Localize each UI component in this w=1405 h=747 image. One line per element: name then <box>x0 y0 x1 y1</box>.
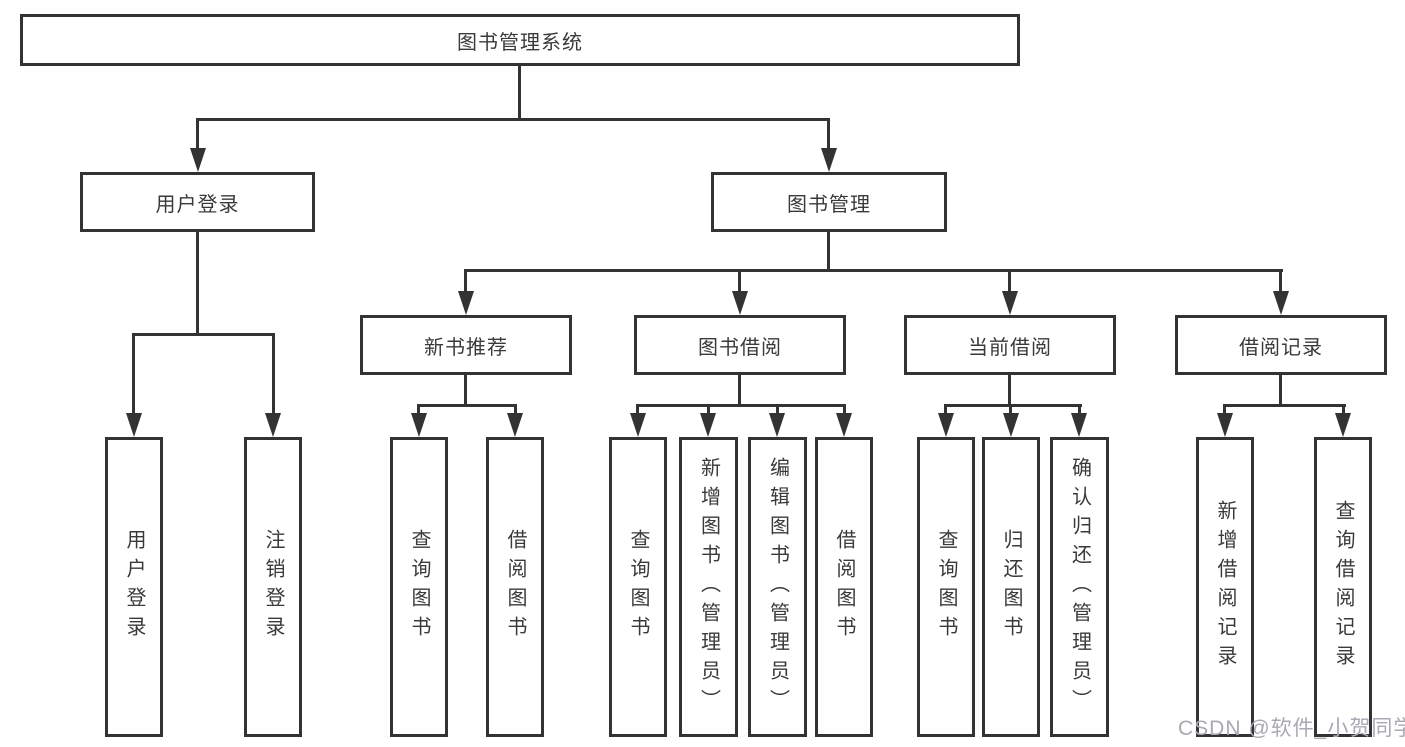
arrowhead-recommend-query <box>411 413 427 437</box>
connector-bookborrow-stem <box>738 375 741 407</box>
leaf-borrow-books: 借阅图书 <box>815 437 873 737</box>
arrowhead-add-record <box>1217 413 1233 437</box>
node-user-login: 用户登录 <box>80 172 315 232</box>
csdn-watermark: CSDN @软件_小贺同学 <box>1178 717 1405 740</box>
node-new-book-recommend-label: 新书推荐 <box>424 336 508 359</box>
connector-drop-return-books <box>1009 404 1012 416</box>
arrowhead-add-books <box>700 413 716 437</box>
node-borrow-records: 借阅记录 <box>1175 315 1387 375</box>
leaf-recommend-borrow-books: 借阅图书 <box>486 437 544 737</box>
arrowhead-edit-books <box>769 413 785 437</box>
connector-drop-book-management <box>827 118 830 150</box>
leaf-borrow-books-label: 借阅图书 <box>833 529 855 645</box>
node-book-management: 图书管理 <box>711 172 947 232</box>
connector-drop-leaf-logout <box>272 333 275 415</box>
connector-drop-query-record <box>1342 404 1345 416</box>
arrowhead-current-borrow <box>1002 291 1018 315</box>
node-book-management-label: 图书管理 <box>787 193 871 216</box>
connector-userlogin-stem <box>196 232 199 336</box>
arrowhead-book-borrow <box>732 291 748 315</box>
leaf-return-books: 归还图书 <box>982 437 1040 737</box>
connector-drop-current-borrow <box>1008 269 1011 294</box>
connector-records-stem <box>1279 375 1282 407</box>
node-root-label: 图书管理系统 <box>457 31 583 54</box>
connector-bookmgmt-stem <box>827 232 830 272</box>
arrowhead-book-management <box>821 148 837 172</box>
connector-drop-leaf-user-login <box>132 333 135 415</box>
arrowhead-user-login <box>190 148 206 172</box>
connector-drop-borrow-books <box>843 404 846 416</box>
leaf-edit-books-admin: 编辑图书（管理员） <box>748 437 807 737</box>
arrowhead-borrow-books <box>836 413 852 437</box>
leaf-current-query-books: 查询图书 <box>917 437 975 737</box>
connector-currentborrow-bus <box>944 404 1082 407</box>
leaf-query-borrow-record: 查询借阅记录 <box>1314 437 1372 737</box>
node-current-borrow-label: 当前借阅 <box>968 336 1052 359</box>
connector-drop-book-borrow <box>738 269 741 294</box>
connector-drop-current-query <box>944 404 947 416</box>
node-user-login-label: 用户登录 <box>155 193 240 216</box>
leaf-user-login-label: 用户登录 <box>123 529 145 645</box>
leaf-user-login: 用户登录 <box>105 437 163 737</box>
connector-drop-confirm-return <box>1078 404 1081 416</box>
connector-bookmgmt-bus <box>464 269 1283 272</box>
leaf-add-books-admin: 新增图书（管理员） <box>679 437 738 737</box>
connector-root-stem <box>518 65 521 120</box>
leaf-add-books-admin-label: 新增图书（管理员） <box>697 456 720 718</box>
connector-drop-recommend-query <box>417 404 420 416</box>
leaf-borrow-query-books: 查询图书 <box>609 437 667 737</box>
connector-records-bus <box>1223 404 1346 407</box>
leaf-logout-label: 注销登录 <box>262 529 284 645</box>
node-current-borrow: 当前借阅 <box>904 315 1116 375</box>
arrowhead-confirm-return <box>1071 413 1087 437</box>
leaf-return-books-label: 归还图书 <box>1000 529 1022 645</box>
arrowhead-leaf-user-login <box>126 413 142 437</box>
connector-userlogin-bus <box>132 333 275 336</box>
leaf-logout: 注销登录 <box>244 437 302 737</box>
connector-drop-add-record <box>1223 404 1226 416</box>
connector-bookborrow-bus <box>636 404 846 407</box>
connector-drop-add-books <box>707 404 710 416</box>
connector-recommend-stem <box>464 375 467 407</box>
connector-drop-recommend-borrow <box>514 404 517 416</box>
leaf-query-borrow-record-label: 查询借阅记录 <box>1332 500 1354 674</box>
leaf-edit-books-admin-label: 编辑图书（管理员） <box>766 456 789 718</box>
arrowhead-recommend-borrow <box>507 413 523 437</box>
leaf-confirm-return-admin-label: 确认归还（管理员） <box>1068 456 1091 718</box>
connector-drop-user-login <box>196 118 199 150</box>
arrowhead-borrow-query <box>630 413 646 437</box>
arrowhead-leaf-logout <box>265 413 281 437</box>
node-root: 图书管理系统 <box>20 14 1020 66</box>
node-book-borrow: 图书借阅 <box>634 315 846 375</box>
leaf-confirm-return-admin: 确认归还（管理员） <box>1050 437 1109 737</box>
arrowhead-borrow-records <box>1273 291 1289 315</box>
leaf-add-borrow-record: 新增借阅记录 <box>1196 437 1254 737</box>
node-borrow-records-label: 借阅记录 <box>1239 336 1323 359</box>
node-book-borrow-label: 图书借阅 <box>698 336 782 359</box>
leaf-add-borrow-record-label: 新增借阅记录 <box>1214 500 1236 674</box>
connector-drop-borrow-records <box>1279 269 1282 294</box>
leaf-current-query-books-label: 查询图书 <box>935 529 957 645</box>
connector-root-bus <box>196 118 830 121</box>
arrowhead-return-books <box>1003 413 1019 437</box>
arrowhead-current-query <box>938 413 954 437</box>
connector-drop-new-book-recommend <box>464 269 467 294</box>
connector-currentborrow-stem <box>1008 375 1011 407</box>
leaf-recommend-borrow-books-label: 借阅图书 <box>504 529 526 645</box>
arrowhead-query-record <box>1335 413 1351 437</box>
connector-drop-borrow-query <box>636 404 639 416</box>
leaf-recommend-query-books: 查询图书 <box>390 437 448 737</box>
leaf-borrow-query-books-label: 查询图书 <box>627 529 649 645</box>
connector-drop-edit-books <box>776 404 779 416</box>
node-new-book-recommend: 新书推荐 <box>360 315 572 375</box>
leaf-recommend-query-books-label: 查询图书 <box>408 529 430 645</box>
arrowhead-new-book-recommend <box>458 291 474 315</box>
connector-recommend-bus <box>417 404 517 407</box>
